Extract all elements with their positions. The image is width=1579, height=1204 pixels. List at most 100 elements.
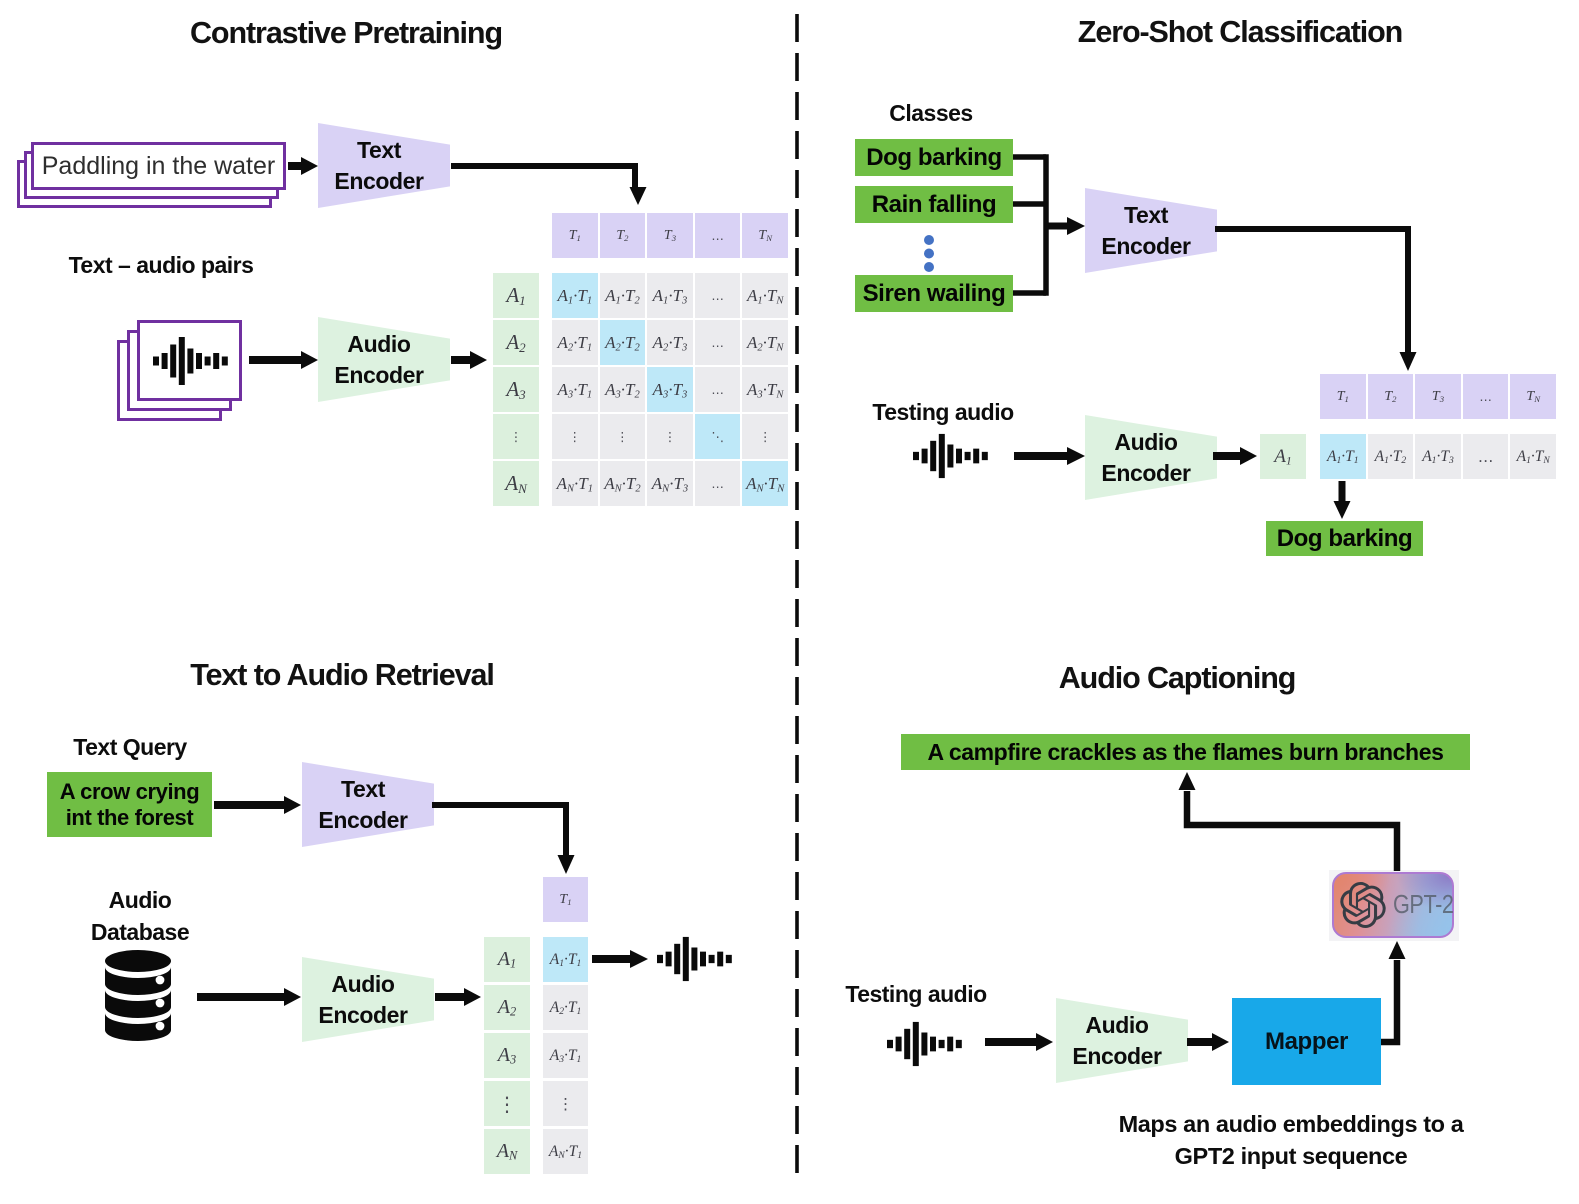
text-query-label: Text Query	[73, 734, 187, 760]
matrix-cell: ⋮	[742, 414, 788, 459]
class-box-rain-falling: Rain falling	[855, 186, 1013, 223]
waveform-bar	[895, 1036, 902, 1052]
waveform-bar	[930, 1036, 936, 1052]
audio-database-label: Audio Database	[90, 887, 190, 945]
matrix-header-cell: T3	[647, 213, 693, 258]
rt-value-cell: A2·T1	[543, 985, 588, 1030]
rt-value-cell: ⋮	[543, 1081, 588, 1126]
rt-value-cell: A3·T1	[543, 1033, 588, 1078]
matrix-cell: A3·T2	[599, 367, 646, 412]
matrix-audio-cell: A3	[493, 367, 539, 412]
retrieval-title: Text to Audio Retrieval	[190, 658, 495, 692]
matrix-cell: ⋮	[552, 414, 598, 459]
openai-logo-icon	[1340, 882, 1386, 928]
rt-value-cell: A1·T1	[543, 937, 588, 982]
audio-waveform-icon	[913, 433, 988, 479]
zs-testing-audio-label: Testing audio	[872, 399, 1014, 425]
waveform-bar	[178, 336, 185, 385]
rt-audio-cell: A1	[484, 937, 530, 982]
text-stack-front: Paddling in the water	[31, 142, 286, 190]
matrix-cell: ⋮	[647, 414, 693, 459]
matrix-cell: A1·TN	[742, 273, 788, 318]
waveform-bar	[212, 352, 219, 369]
matrix-cell: …	[694, 320, 741, 365]
waveform-bar	[913, 451, 919, 461]
cp-text-encoder: Text Encoder	[318, 123, 450, 208]
matrix-cell: A3·T3	[647, 367, 693, 412]
waveform-bar	[152, 356, 159, 365]
arrow-textstack-to-textencoder	[288, 157, 318, 175]
matrix-cell: AN·T3	[647, 461, 693, 506]
waveform-bar	[204, 356, 211, 365]
rt-audio-cell: AN	[484, 1129, 530, 1174]
pairs-label: Text – audio pairs	[68, 252, 254, 278]
matrix-header-cell: T1	[552, 213, 598, 258]
matrix-cell: A2·TN	[742, 320, 788, 365]
matrix-cell: A3·T1	[552, 367, 598, 412]
text-stack-label: Paddling in the water	[41, 151, 276, 180]
arrow-ac-encoder-to-mapper	[1187, 1033, 1229, 1051]
arrow-zs-textencoder-to-vector	[1215, 226, 1417, 371]
rt-value-cell: AN·T1	[543, 1129, 588, 1174]
matrix-cell: AN·T1	[552, 461, 598, 506]
matrix-cell: A1·T3	[647, 273, 693, 318]
waveform-bar	[947, 444, 954, 468]
arrow-zs-audio-to-encoder	[1014, 447, 1085, 465]
matrix-cell: …	[694, 367, 741, 412]
waveform-bar	[221, 356, 228, 365]
waveform-bar	[938, 433, 945, 479]
waveform-bar	[930, 440, 937, 472]
matrix-audio-cell: A2	[493, 320, 539, 365]
rt-header-cell: T1	[543, 877, 588, 922]
ac-audio-encoder: Audio Encoder	[1056, 998, 1188, 1083]
matrix-header-cell: T2	[599, 213, 646, 258]
waveform-bar	[921, 448, 928, 464]
zs-classes-bracket	[1013, 154, 1085, 296]
zs-vector-cell: A1·TN	[1510, 434, 1556, 479]
arrow-textencoder-to-matrix	[451, 163, 647, 205]
rt-audio-cell: A3	[484, 1033, 530, 1078]
matrix-cell: …	[694, 273, 741, 318]
matrix-audio-cell: AN	[493, 461, 539, 506]
matrix-cell: ⋱	[694, 414, 741, 459]
gpt2-label: GPT-2	[1393, 890, 1454, 919]
matrix-cell: …	[694, 461, 741, 506]
zs-header-cell: …	[1462, 374, 1509, 419]
classes-label: Classes	[889, 100, 973, 126]
matrix-cell: A3·TN	[742, 367, 788, 412]
waveform-bar	[904, 1028, 911, 1060]
classes-ellipsis-dots	[924, 235, 934, 272]
zs-text-encoder: Text Encoder	[1085, 188, 1217, 273]
gpt2-badge: GPT-2	[1332, 872, 1454, 938]
arrow-rt-match-to-audio	[592, 950, 648, 968]
matrix-cell: A1·T1	[552, 273, 598, 318]
arrow-audioencoder-to-matrix	[451, 351, 487, 369]
arrow-mapper-to-gpt2	[1381, 941, 1406, 1046]
matrix-audio-cell: A1	[493, 273, 539, 318]
matrix-audio-cell: ⋮	[493, 414, 539, 459]
waveform-bar	[717, 951, 724, 967]
waveform-bar	[169, 344, 176, 377]
arrow-gpt2-to-caption	[1178, 772, 1401, 871]
matrix-cell: A1·T2	[599, 273, 646, 318]
matrix-cell: AN·T2	[599, 461, 646, 506]
waveform-bar	[161, 352, 168, 369]
rt-audio-encoder: Audio Encoder	[302, 957, 434, 1042]
waveform-bar	[947, 1036, 954, 1052]
rt-audio-cell: A2	[484, 985, 530, 1030]
zs-result-box: Dog barking	[1266, 521, 1423, 556]
waveform-bar	[674, 943, 681, 975]
zs-audio-encoder: Audio Encoder	[1085, 415, 1217, 500]
zs-header-cell: TN	[1510, 374, 1556, 419]
waveform-bar	[921, 1032, 928, 1056]
zero-shot-title: Zero-Shot Classification	[1077, 15, 1404, 49]
waveform-bar	[657, 954, 663, 964]
mapper-box: Mapper	[1232, 998, 1381, 1085]
zs-vector-cell: …	[1462, 434, 1509, 479]
arrow-ac-audio-to-encoder	[985, 1033, 1053, 1051]
zs-vector-cell: A1·T3	[1415, 434, 1461, 479]
audio-waveform-icon	[887, 1021, 962, 1067]
